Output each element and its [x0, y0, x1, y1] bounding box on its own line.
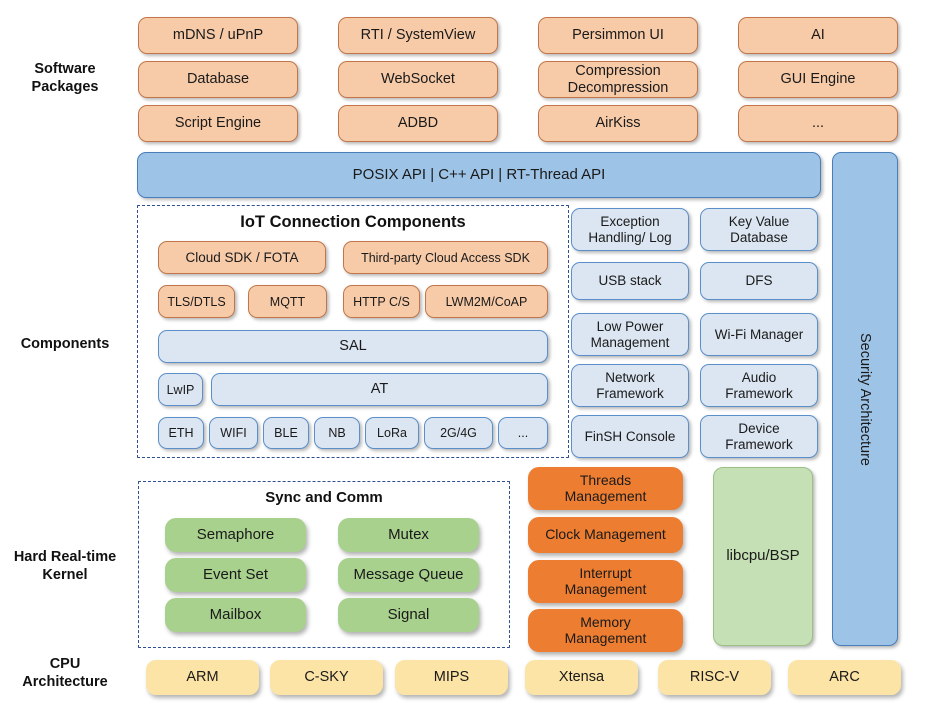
- component-audio-framework[interactable]: Audio Framework: [700, 364, 818, 407]
- kernel-semaphore[interactable]: Semaphore: [165, 518, 306, 552]
- package-persimmon-ui[interactable]: Persimmon UI: [538, 17, 698, 54]
- row-label-components: Components: [20, 336, 110, 352]
- security-architecture-bar[interactable]: Security Architecture: [832, 152, 898, 646]
- iot-at[interactable]: AT: [211, 373, 548, 406]
- package-airkiss[interactable]: AirKiss: [538, 105, 698, 142]
- sync-and-comm-group: [138, 481, 510, 648]
- kernel-signal[interactable]: Signal: [338, 598, 479, 632]
- iot-connection-components-title: IoT Connection Components: [240, 213, 466, 231]
- component-usb-stack[interactable]: USB stack: [571, 262, 689, 300]
- kernel-memory-management[interactable]: Memory Management: [528, 609, 683, 652]
- iot-third-party-cloud-access-sdk[interactable]: Third-party Cloud Access SDK: [343, 241, 548, 274]
- kernel-mutex[interactable]: Mutex: [338, 518, 479, 552]
- package-rti-systemview[interactable]: RTI / SystemView: [338, 17, 498, 54]
- iot-lwip[interactable]: LwIP: [158, 373, 203, 406]
- iot-eth[interactable]: ETH: [158, 417, 204, 449]
- component-device-framework[interactable]: Device Framework: [700, 415, 818, 458]
- component-finsh-console[interactable]: FinSH Console: [571, 415, 689, 458]
- package-gui-engine[interactable]: GUI Engine: [738, 61, 898, 98]
- component-low-power-management[interactable]: Low Power Management: [571, 313, 689, 356]
- cpu-mips[interactable]: MIPS: [395, 660, 508, 695]
- kernel-event-set[interactable]: Event Set: [165, 558, 306, 592]
- package-mdns-upnp[interactable]: mDNS / uPnP: [138, 17, 298, 54]
- cpu-xtensa[interactable]: Xtensa: [525, 660, 638, 695]
- row-label-hard-real-time-kernel: Hard Real-time Kernel: [13, 549, 117, 584]
- iot-cloud-sdk-fota[interactable]: Cloud SDK / FOTA: [158, 241, 326, 274]
- row-label-cpu-architecture: CPU Architecture: [22, 656, 108, 691]
- kernel-mailbox[interactable]: Mailbox: [165, 598, 306, 632]
- component-exception-handling-log[interactable]: Exception Handling/ Log: [571, 208, 689, 251]
- component-dfs[interactable]: DFS: [700, 262, 818, 300]
- package-compression-decompression[interactable]: Compression Decompression: [538, 61, 698, 98]
- libcpu-bsp[interactable]: libcpu/BSP: [713, 467, 813, 646]
- kernel-message-queue[interactable]: Message Queue: [338, 558, 479, 592]
- cpu-arc[interactable]: ARC: [788, 660, 901, 695]
- kernel-clock-management[interactable]: Clock Management: [528, 517, 683, 553]
- package-more[interactable]: ...: [738, 105, 898, 142]
- iot-2g-4g[interactable]: 2G/4G: [424, 417, 493, 449]
- cpu-c-sky[interactable]: C-SKY: [270, 660, 383, 695]
- cpu-risc-v[interactable]: RISC-V: [658, 660, 771, 695]
- kernel-threads-management[interactable]: Threads Management: [528, 467, 683, 510]
- iot-sal[interactable]: SAL: [158, 330, 548, 363]
- security-architecture-label: Security Architecture: [857, 332, 874, 466]
- iot-lora[interactable]: LoRa: [365, 417, 419, 449]
- iot-ble[interactable]: BLE: [263, 417, 309, 449]
- iot-lwm2m-coap[interactable]: LWM2M/CoAP: [425, 285, 548, 318]
- package-database[interactable]: Database: [138, 61, 298, 98]
- iot-nb[interactable]: NB: [314, 417, 360, 449]
- iot-more[interactable]: ...: [498, 417, 548, 449]
- row-label-software-packages: Software Packages: [31, 61, 99, 96]
- component-wifi-manager[interactable]: Wi-Fi Manager: [700, 313, 818, 356]
- package-adbd[interactable]: ADBD: [338, 105, 498, 142]
- kernel-interrupt-management[interactable]: Interrupt Management: [528, 560, 683, 603]
- sync-and-comm-title: Sync and Comm: [265, 489, 383, 506]
- iot-http-cs[interactable]: HTTP C/S: [343, 285, 420, 318]
- iot-connection-components-group: [137, 205, 569, 458]
- component-network-framework[interactable]: Network Framework: [571, 364, 689, 407]
- api-bar[interactable]: POSIX API | C++ API | RT-Thread API: [137, 152, 821, 198]
- iot-tls-dtls[interactable]: TLS/DTLS: [158, 285, 235, 318]
- package-websocket[interactable]: WebSocket: [338, 61, 498, 98]
- cpu-arm[interactable]: ARM: [146, 660, 259, 695]
- iot-mqtt[interactable]: MQTT: [248, 285, 327, 318]
- package-script-engine[interactable]: Script Engine: [138, 105, 298, 142]
- package-ai[interactable]: AI: [738, 17, 898, 54]
- component-key-value-database[interactable]: Key Value Database: [700, 208, 818, 251]
- iot-wifi[interactable]: WIFI: [209, 417, 258, 449]
